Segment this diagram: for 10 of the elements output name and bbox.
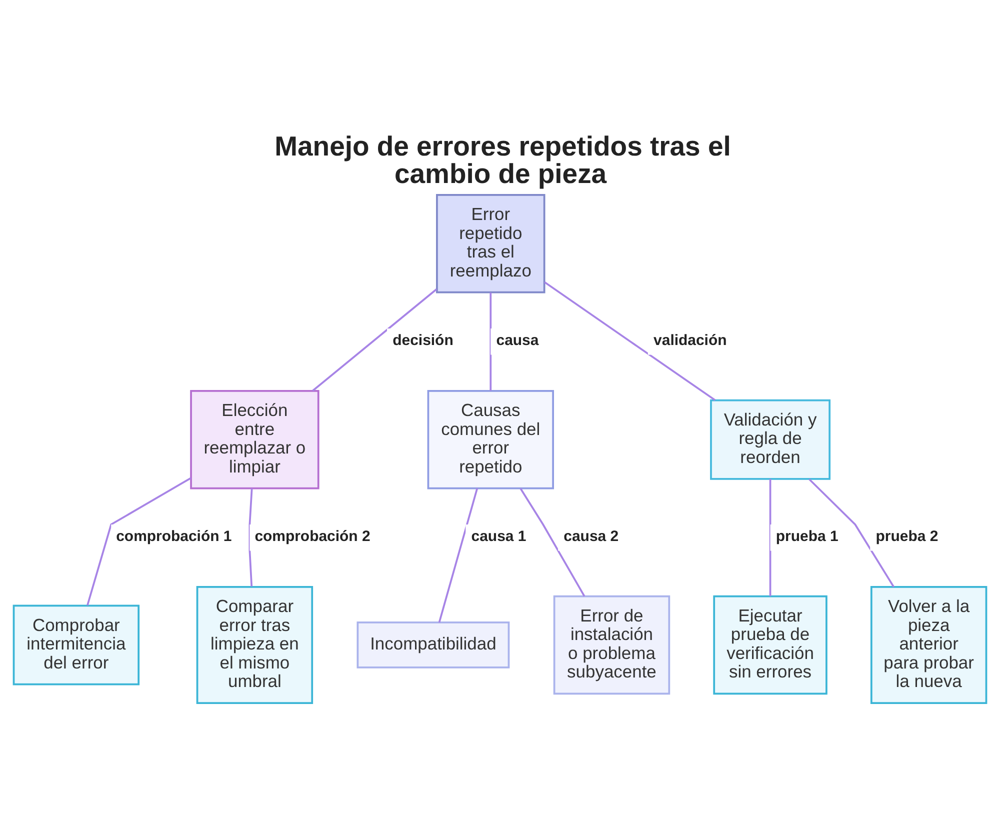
edge-label: comprobación 2: [254, 528, 370, 545]
edge-label: causa 1: [471, 528, 526, 545]
edge-label: validación: [654, 332, 727, 349]
edge-label: causa: [496, 332, 539, 349]
edge-label: decisión: [392, 332, 454, 349]
diagram-title: Manejo de errores repetidos tras el cambio de pieza: [274, 130, 731, 190]
edge-label: causa 2: [564, 528, 619, 545]
edge-label: comprobación 1: [116, 528, 232, 545]
edge-label: prueba 2: [876, 528, 938, 545]
edge-label: prueba 1: [776, 528, 838, 545]
